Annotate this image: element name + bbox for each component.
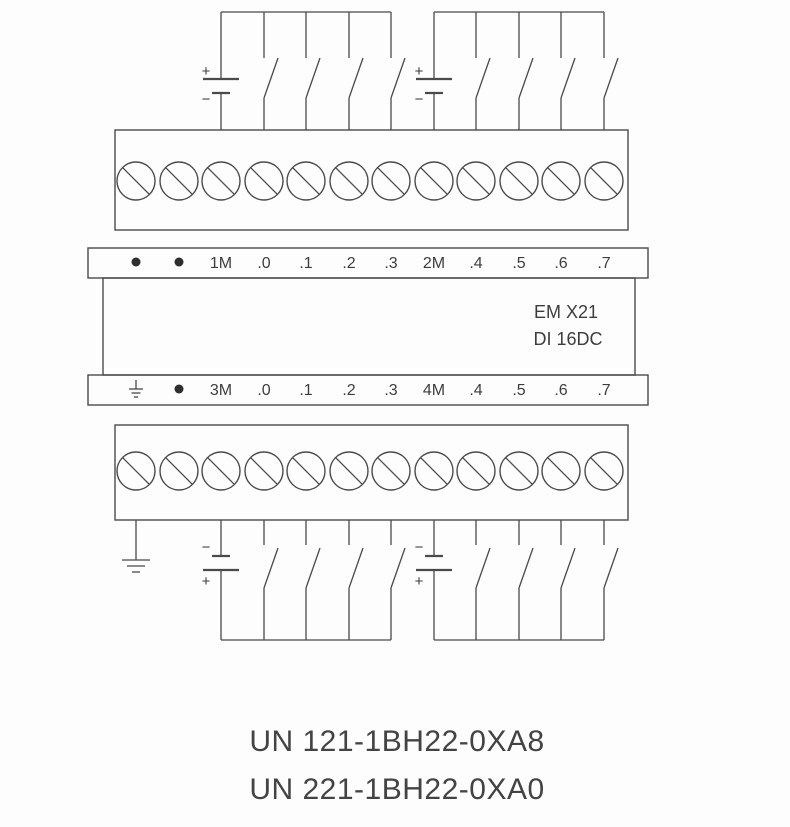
terminal-label: .5 — [512, 382, 525, 399]
switch-icon — [475, 11, 491, 131]
switch-icon — [263, 519, 279, 641]
label-strip-outline — [87, 374, 649, 406]
terminal-label: .6 — [554, 382, 567, 399]
switch-icon — [390, 519, 406, 641]
terminal-label: 4M — [423, 382, 445, 399]
switch-icon — [348, 519, 364, 641]
terminal-block-top — [114, 129, 629, 231]
switch-icon — [475, 519, 491, 641]
terminal-label: .7 — [597, 382, 610, 399]
switch-icon — [560, 11, 576, 131]
dot-icon — [174, 384, 184, 394]
screw-terminal-icon — [244, 451, 284, 491]
switch-icon — [603, 519, 619, 641]
terminal-label: .3 — [384, 255, 397, 272]
top-wiring: + − + − — [202, 10, 619, 132]
battery-minus-label: − — [202, 539, 211, 556]
battery-plus-label: + — [202, 63, 211, 80]
screw-terminal-icon — [541, 161, 581, 201]
battery-minus-label: − — [415, 539, 424, 556]
earth-ground-icon — [128, 379, 144, 398]
screw-terminal-icon — [371, 451, 411, 491]
terminal-label: 2M — [423, 255, 445, 272]
screw-terminal-icon — [414, 161, 454, 201]
earth-ground-icon — [121, 559, 151, 573]
terminal-label: .4 — [469, 382, 482, 399]
battery-minus-label: − — [415, 91, 424, 108]
terminal-label: 3M — [210, 382, 232, 399]
part-numbers: UN 121-1BH22-0XA8 UN 221-1BH22-0XA0 — [249, 725, 544, 806]
screw-terminal-icon — [201, 451, 241, 491]
terminal-label: .2 — [342, 255, 355, 272]
bottom-wiring: − + − + — [121, 518, 619, 642]
switch-icon — [518, 519, 534, 641]
terminal-label: .3 — [384, 382, 397, 399]
screw-terminal-icon — [116, 161, 156, 201]
screw-terminal-icon — [244, 161, 284, 201]
screw-terminal-icon — [286, 451, 326, 491]
part-number-1: UN 121-1BH22-0XA8 — [249, 725, 544, 758]
module-body: EM X21 DI 16DC — [102, 277, 636, 376]
switch-icon — [560, 519, 576, 641]
label-strip-top: 1M .0 .1 .2 .3 2M .4 .5 .6 .7 — [87, 247, 649, 279]
screw-terminal-icon — [584, 451, 624, 491]
label-strip-bottom: 3M .0 .1 .2 .3 4M .4 .5 .6 .7 — [87, 374, 649, 406]
module-body-outline — [102, 277, 636, 376]
switch-icon — [390, 11, 406, 131]
screw-terminal-icon — [329, 451, 369, 491]
switch-icon — [305, 11, 321, 131]
terminal-label: .5 — [512, 255, 525, 272]
terminal-label: .1 — [299, 255, 312, 272]
terminal-label: .4 — [469, 255, 482, 272]
screw-terminal-icon — [456, 161, 496, 201]
screw-terminal-icon — [116, 451, 156, 491]
dot-icon — [174, 257, 184, 267]
terminal-block-bottom — [114, 424, 629, 521]
terminal-label: .1 — [299, 382, 312, 399]
screw-terminal-icon — [286, 161, 326, 201]
switch-icon — [305, 519, 321, 641]
screw-terminal-icon — [499, 161, 539, 201]
screw-terminal-icon — [159, 161, 199, 201]
screw-terminal-icon — [541, 451, 581, 491]
battery-plus-label: + — [415, 63, 424, 80]
switch-icon — [348, 11, 364, 131]
screw-terminal-icon — [201, 161, 241, 201]
terminal-label: 1M — [210, 255, 232, 272]
terminal-label: .2 — [342, 382, 355, 399]
screw-terminal-icon — [584, 161, 624, 201]
switch-icon — [518, 11, 534, 131]
dot-icon — [131, 257, 141, 267]
switch-icon — [603, 11, 619, 131]
screw-terminal-icon — [159, 451, 199, 491]
terminal-block-outline — [114, 424, 629, 521]
screw-terminal-icon — [371, 161, 411, 201]
switch-icon — [263, 11, 279, 131]
screw-terminal-icon — [499, 451, 539, 491]
screw-terminal-icon — [456, 451, 496, 491]
screw-terminal-icon — [414, 451, 454, 491]
terminal-label: .0 — [257, 255, 270, 272]
module-type: DI 16DC — [533, 329, 602, 349]
terminal-label: .7 — [597, 255, 610, 272]
terminal-block-outline — [114, 129, 629, 231]
battery-plus-label: + — [202, 573, 211, 590]
module-model: EM X21 — [534, 302, 598, 322]
terminal-label: .0 — [257, 382, 270, 399]
part-number-2: UN 221-1BH22-0XA0 — [249, 773, 544, 806]
battery-plus-label: + — [415, 573, 424, 590]
terminal-label: .6 — [554, 255, 567, 272]
battery-minus-label: − — [202, 91, 211, 108]
screw-terminal-icon — [329, 161, 369, 201]
